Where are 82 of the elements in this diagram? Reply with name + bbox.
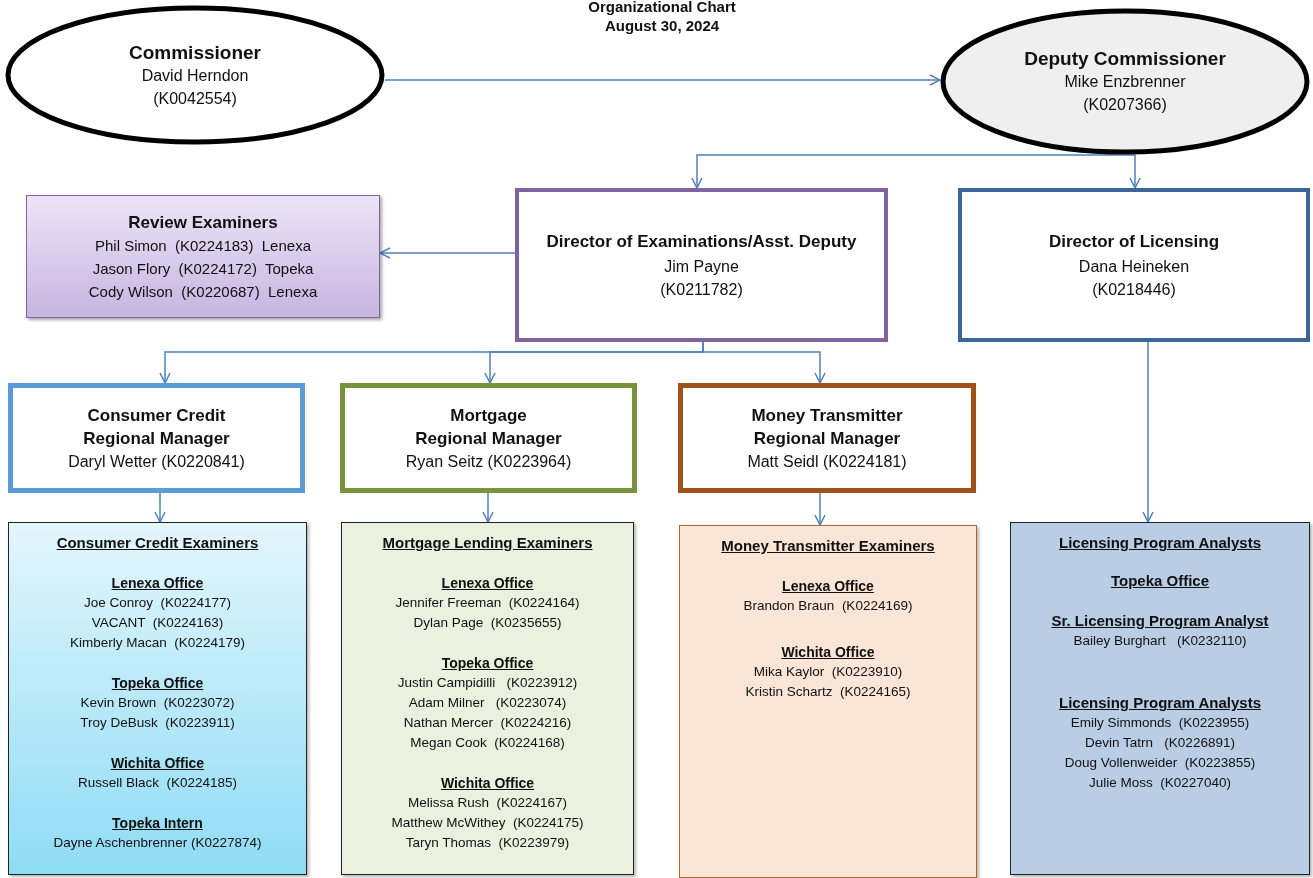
staff-entry: Melissa Rush (K0224167): [407, 794, 568, 812]
staff-entry: Kevin Brown (K0223072): [80, 694, 235, 712]
staff-entry: Dayne Aschenbrenner (K0227874): [53, 834, 262, 852]
person-name: Jim Payne: [664, 256, 739, 277]
employee-id: (K0042554): [153, 88, 237, 109]
connector-arrow: [814, 492, 826, 526]
office-heading: Wichita Office: [781, 643, 875, 662]
office-heading: Wichita Office: [440, 774, 535, 793]
team-panel: [341, 522, 634, 875]
team-panel: [1010, 522, 1310, 875]
role-title: Director of Examinations/Asst. Deputy: [546, 230, 857, 253]
staff-entry: Devin Tatrn (K0226891): [1085, 734, 1235, 752]
person-name: Dana Heineken: [1078, 256, 1190, 277]
team-heading: Review Examiners: [128, 211, 278, 234]
office-heading: Sr. Licensing Program Analyst: [1051, 611, 1269, 631]
staff-entry: Brandon Braun (K0224169): [743, 597, 913, 615]
connector-arrow: [691, 154, 1126, 189]
staff-entry: Jennifer Freeman (K0224164): [395, 594, 580, 612]
manager-box: [8, 383, 305, 493]
staff-entry: Adam Milner (K0223074): [408, 694, 567, 712]
office-heading: Licensing Program Analysts: [1059, 693, 1261, 713]
director-box: [958, 188, 1310, 342]
staff-entry: Joe Conroy (K0224177): [83, 594, 232, 612]
staff-entry: Mika Kaylor (K0223910): [753, 663, 903, 681]
connector-arrow: [482, 492, 494, 523]
team-box: [26, 195, 380, 318]
team-panel: [679, 525, 977, 878]
staff-entry: Doug Vollenweider (K0223855): [1064, 754, 1256, 772]
staff-entry: VACANT (K0224163): [91, 614, 224, 632]
staff-entry: Jason Flory (K0224172) Topeka: [92, 258, 314, 279]
connector-arrow: [1142, 341, 1154, 523]
staff-entry: Cody Wilson (K0220687) Lenexa: [88, 281, 318, 302]
employee-id: (K0207366): [1083, 95, 1167, 115]
office-heading: Topeka Office: [441, 654, 534, 673]
role-title: Mortgage Regional Manager: [414, 404, 563, 450]
chart-title: Organizational Chart August 30, 2024: [587, 0, 737, 35]
staff-entry: Matthew McWithey (K0224175): [391, 814, 584, 832]
office-heading: Lenexa Office: [441, 574, 534, 593]
office-heading: Lenexa Office: [111, 574, 204, 593]
employee-id: (K0218446): [1092, 279, 1176, 300]
manager-box: [678, 383, 976, 493]
staff-entry: Troy DeBusk (K0223911): [80, 714, 235, 732]
person-name: Daryl Wetter (K0220841): [68, 451, 245, 472]
person-name: David Herndon: [141, 65, 249, 86]
connector-arrow: [154, 492, 166, 523]
role-title: Consumer Credit Regional Manager: [82, 404, 231, 450]
panel-heading: Money Transmitter Examiners: [721, 536, 935, 556]
office-heading: Topeka Office: [1110, 571, 1210, 591]
staff-entry: Phil Simon (K0224183) Lenexa: [95, 235, 311, 256]
staff-entry: Kimberly Macan (K0224179): [70, 634, 245, 652]
role-title: Commissioner: [129, 40, 261, 64]
panel-heading: Mortgage Lending Examiners: [382, 533, 593, 553]
connector-arrow: [379, 247, 516, 259]
person-name: Mike Enzbrenner: [1064, 72, 1186, 92]
person-name: Matt Seidl (K0224181): [747, 451, 907, 472]
staff-entry: Megan Cook (K0224168): [410, 734, 565, 752]
office-heading: Topeka Intern: [112, 814, 203, 833]
role-title: Director of Licensing: [1049, 230, 1219, 253]
staff-entry: Dylan Page (K0235655): [413, 614, 562, 632]
staff-entry: Justin Campidilli (K0223912): [397, 674, 578, 692]
connector-arrow: [1124, 154, 1141, 189]
staff-entry: Russell Black (K0224185): [77, 774, 238, 792]
connector-arrow: [702, 341, 826, 384]
staff-entry: Nathan Mercer (K0224216): [403, 714, 572, 732]
office-heading: Wichita Office: [110, 754, 205, 773]
connector-arrow: [384, 74, 941, 86]
employee-id: (K0211782): [660, 279, 743, 300]
office-heading: Topeka Office: [111, 674, 204, 693]
role-title: Deputy Commissioner: [1024, 47, 1226, 70]
person-name: Ryan Seitz (K0223964): [405, 451, 572, 472]
staff-entry: Taryn Thomas (K0223979): [405, 834, 570, 852]
role-title: Money Transmitter Regional Manager: [750, 404, 904, 450]
staff-entry: Bailey Burghart (K0232110): [1073, 632, 1247, 650]
director-box: [515, 188, 888, 342]
staff-entry: Julie Moss (K0227040): [1089, 774, 1231, 792]
staff-entry: Kristin Schartz (K0224165): [745, 683, 911, 701]
panel-heading: Licensing Program Analysts: [1059, 533, 1261, 553]
staff-entry: Emily Simmonds (K0223955): [1070, 714, 1250, 732]
manager-box: [340, 383, 637, 493]
panel-heading: Consumer Credit Examiners: [56, 533, 259, 553]
team-panel: [8, 522, 307, 875]
office-heading: Lenexa Office: [782, 577, 874, 596]
